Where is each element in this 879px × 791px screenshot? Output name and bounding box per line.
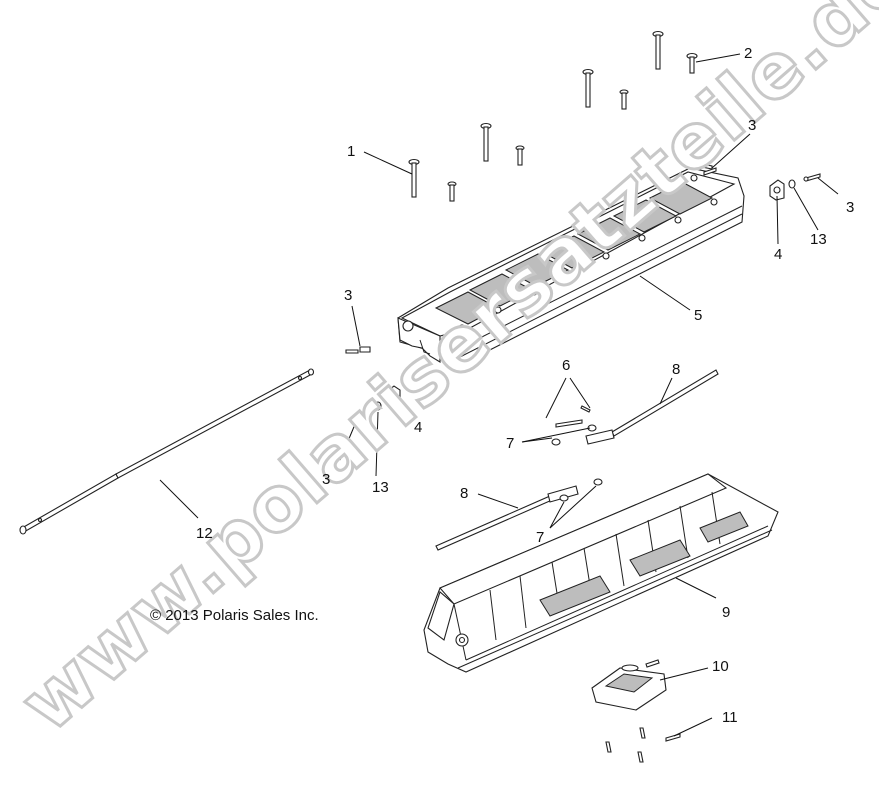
screws-part-1	[408, 30, 664, 202]
screws-part-11	[605, 727, 681, 763]
callout-6: 6	[562, 357, 570, 374]
callout-3-low: 3	[322, 471, 330, 488]
callout-labels: 1 2 3 3 3 3 4 4 5 6 7 7 8 8 9 10 11 12 1…	[196, 45, 854, 726]
callout-1: 1	[347, 143, 355, 160]
rod-part-8-lower	[435, 485, 579, 551]
callout-3-top: 3	[748, 117, 756, 134]
washers-part-13	[374, 179, 796, 411]
hinge-part-4-right	[769, 179, 785, 201]
callout-7-upper: 7	[506, 435, 514, 452]
callout-10: 10	[712, 658, 729, 675]
callout-13-right: 13	[810, 231, 827, 248]
callout-7-lower: 7	[536, 529, 544, 546]
copyright-text: © 2013 Polaris Sales Inc.	[150, 607, 319, 624]
callout-2: 2	[744, 45, 752, 62]
leader-lines	[159, 53, 839, 737]
hinge-part-4-left	[385, 385, 401, 407]
seat-holes	[458, 174, 718, 332]
callout-8-upper: 8	[672, 361, 680, 378]
callout-4-left: 4	[414, 419, 422, 436]
pins-part-3	[345, 163, 821, 423]
callout-8-lower: 8	[460, 485, 468, 502]
callout-4-right: 4	[774, 246, 782, 263]
rod-part-8-upper	[585, 369, 719, 445]
latch-part-10	[591, 659, 667, 711]
callout-9: 9	[722, 604, 730, 621]
seat-base-part-9	[423, 473, 779, 673]
seat-base-ribs	[489, 491, 749, 641]
seat-slats	[434, 181, 714, 325]
seat-frame-part	[397, 167, 745, 369]
callout-5: 5	[694, 307, 702, 324]
callout-3-right: 3	[846, 199, 854, 216]
screw-part-2	[686, 52, 698, 74]
callout-12: 12	[196, 525, 213, 542]
callout-3-mid: 3	[344, 287, 352, 304]
callout-13-left: 13	[372, 479, 389, 496]
pins-part-6	[555, 405, 591, 428]
callout-11: 11	[722, 709, 738, 726]
tube-part-12	[19, 368, 315, 535]
